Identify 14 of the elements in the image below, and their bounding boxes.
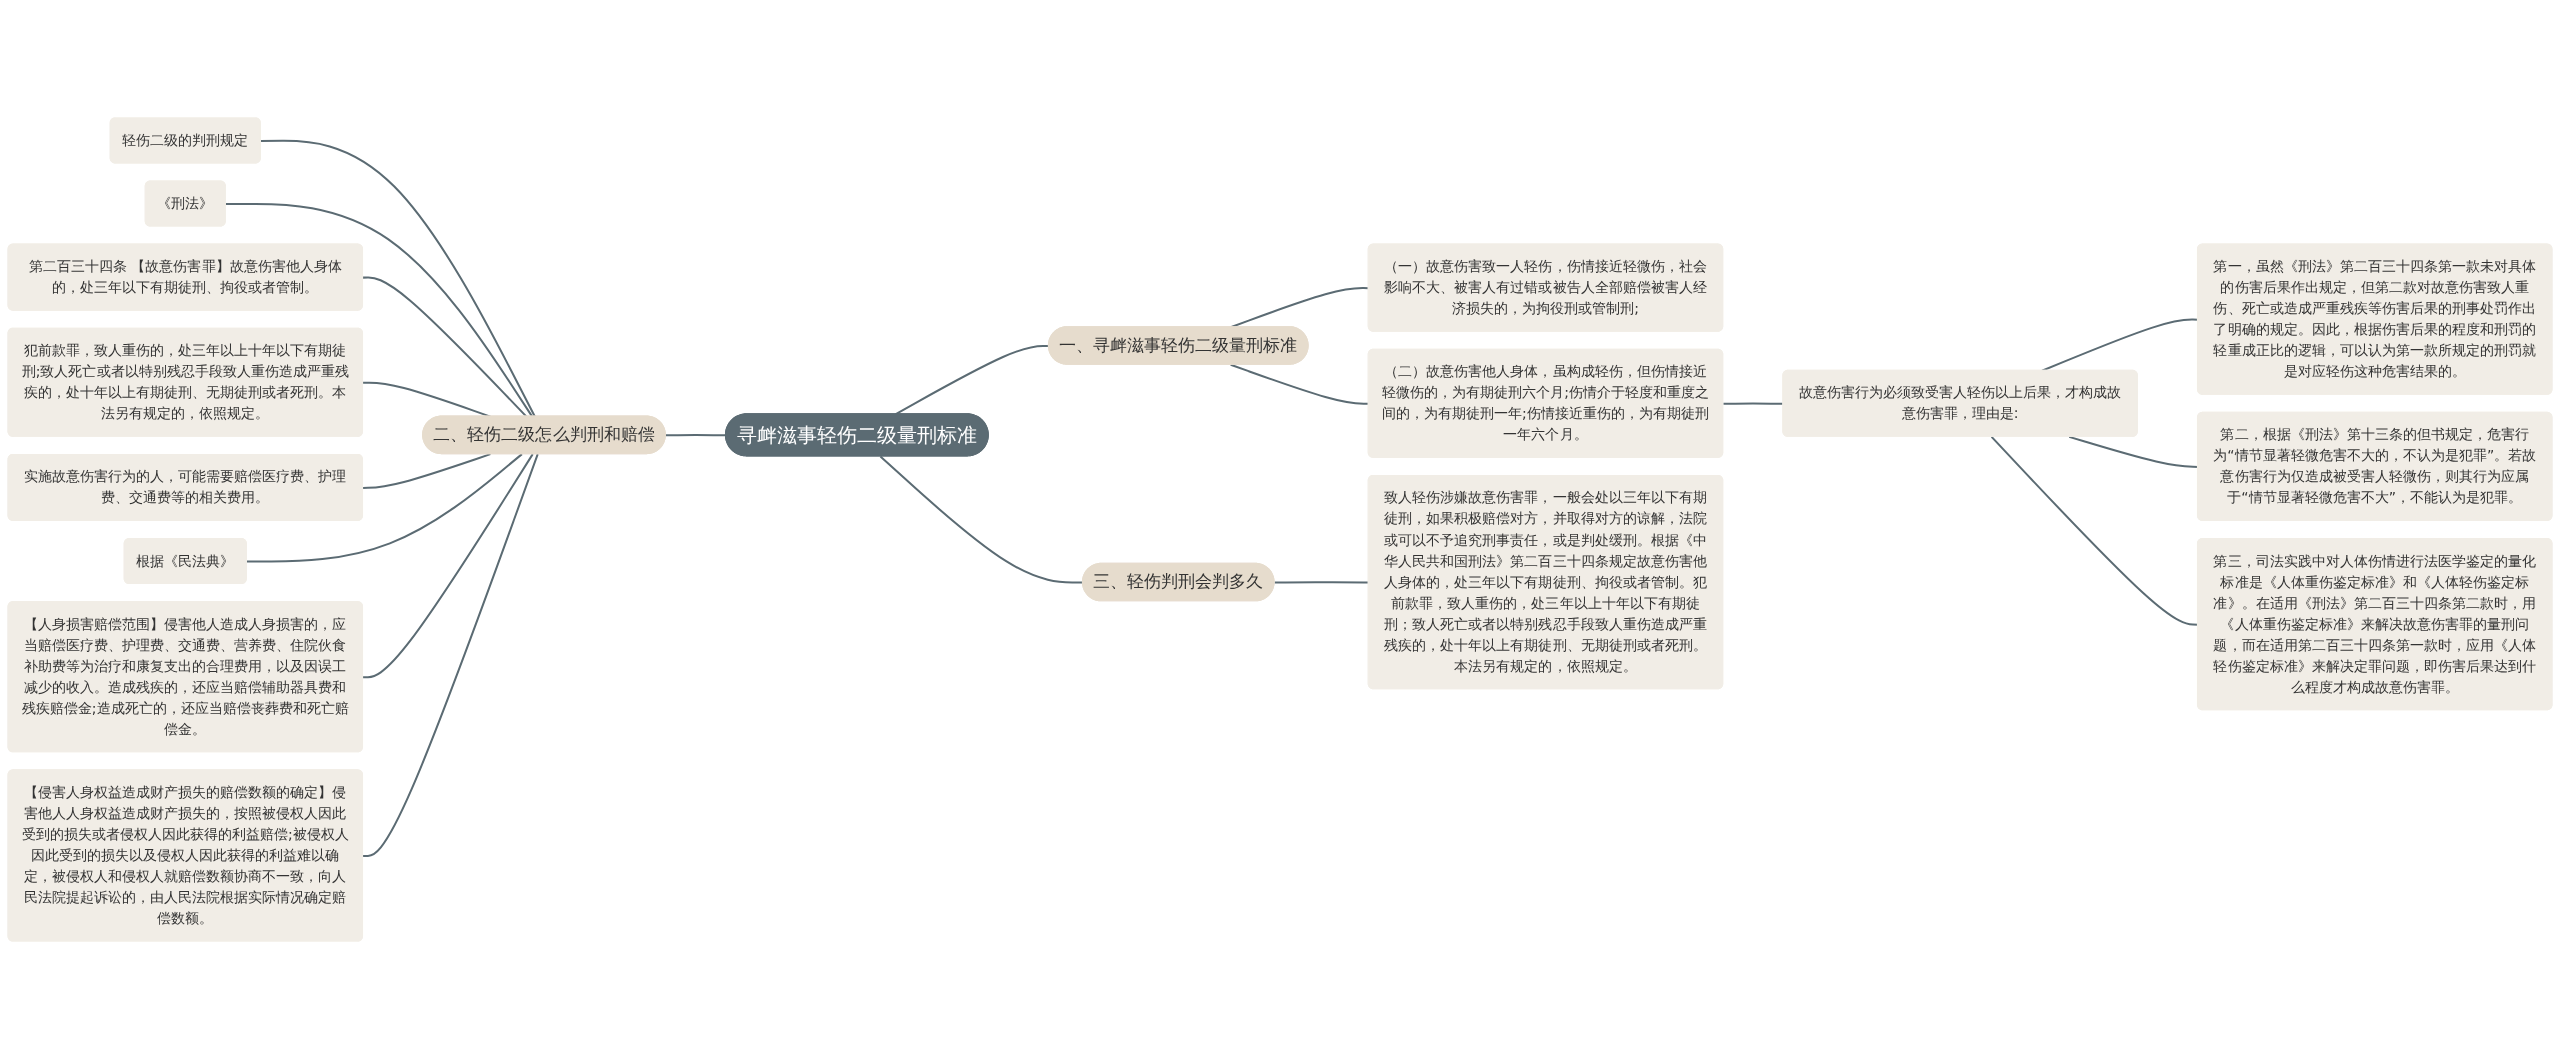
- connector: [664, 434, 727, 437]
- connector: [1273, 581, 1370, 584]
- connector: [1990, 435, 2199, 626]
- connector: [879, 455, 1084, 584]
- connector: [2041, 318, 2199, 372]
- connector: [362, 453, 534, 679]
- connector: [259, 139, 536, 418]
- connector: [362, 453, 539, 857]
- connector: [362, 276, 528, 418]
- connector: [1229, 363, 1370, 405]
- connector: [2068, 435, 2199, 468]
- connector: [224, 202, 534, 418]
- connector: [245, 453, 523, 563]
- connector: [362, 453, 492, 489]
